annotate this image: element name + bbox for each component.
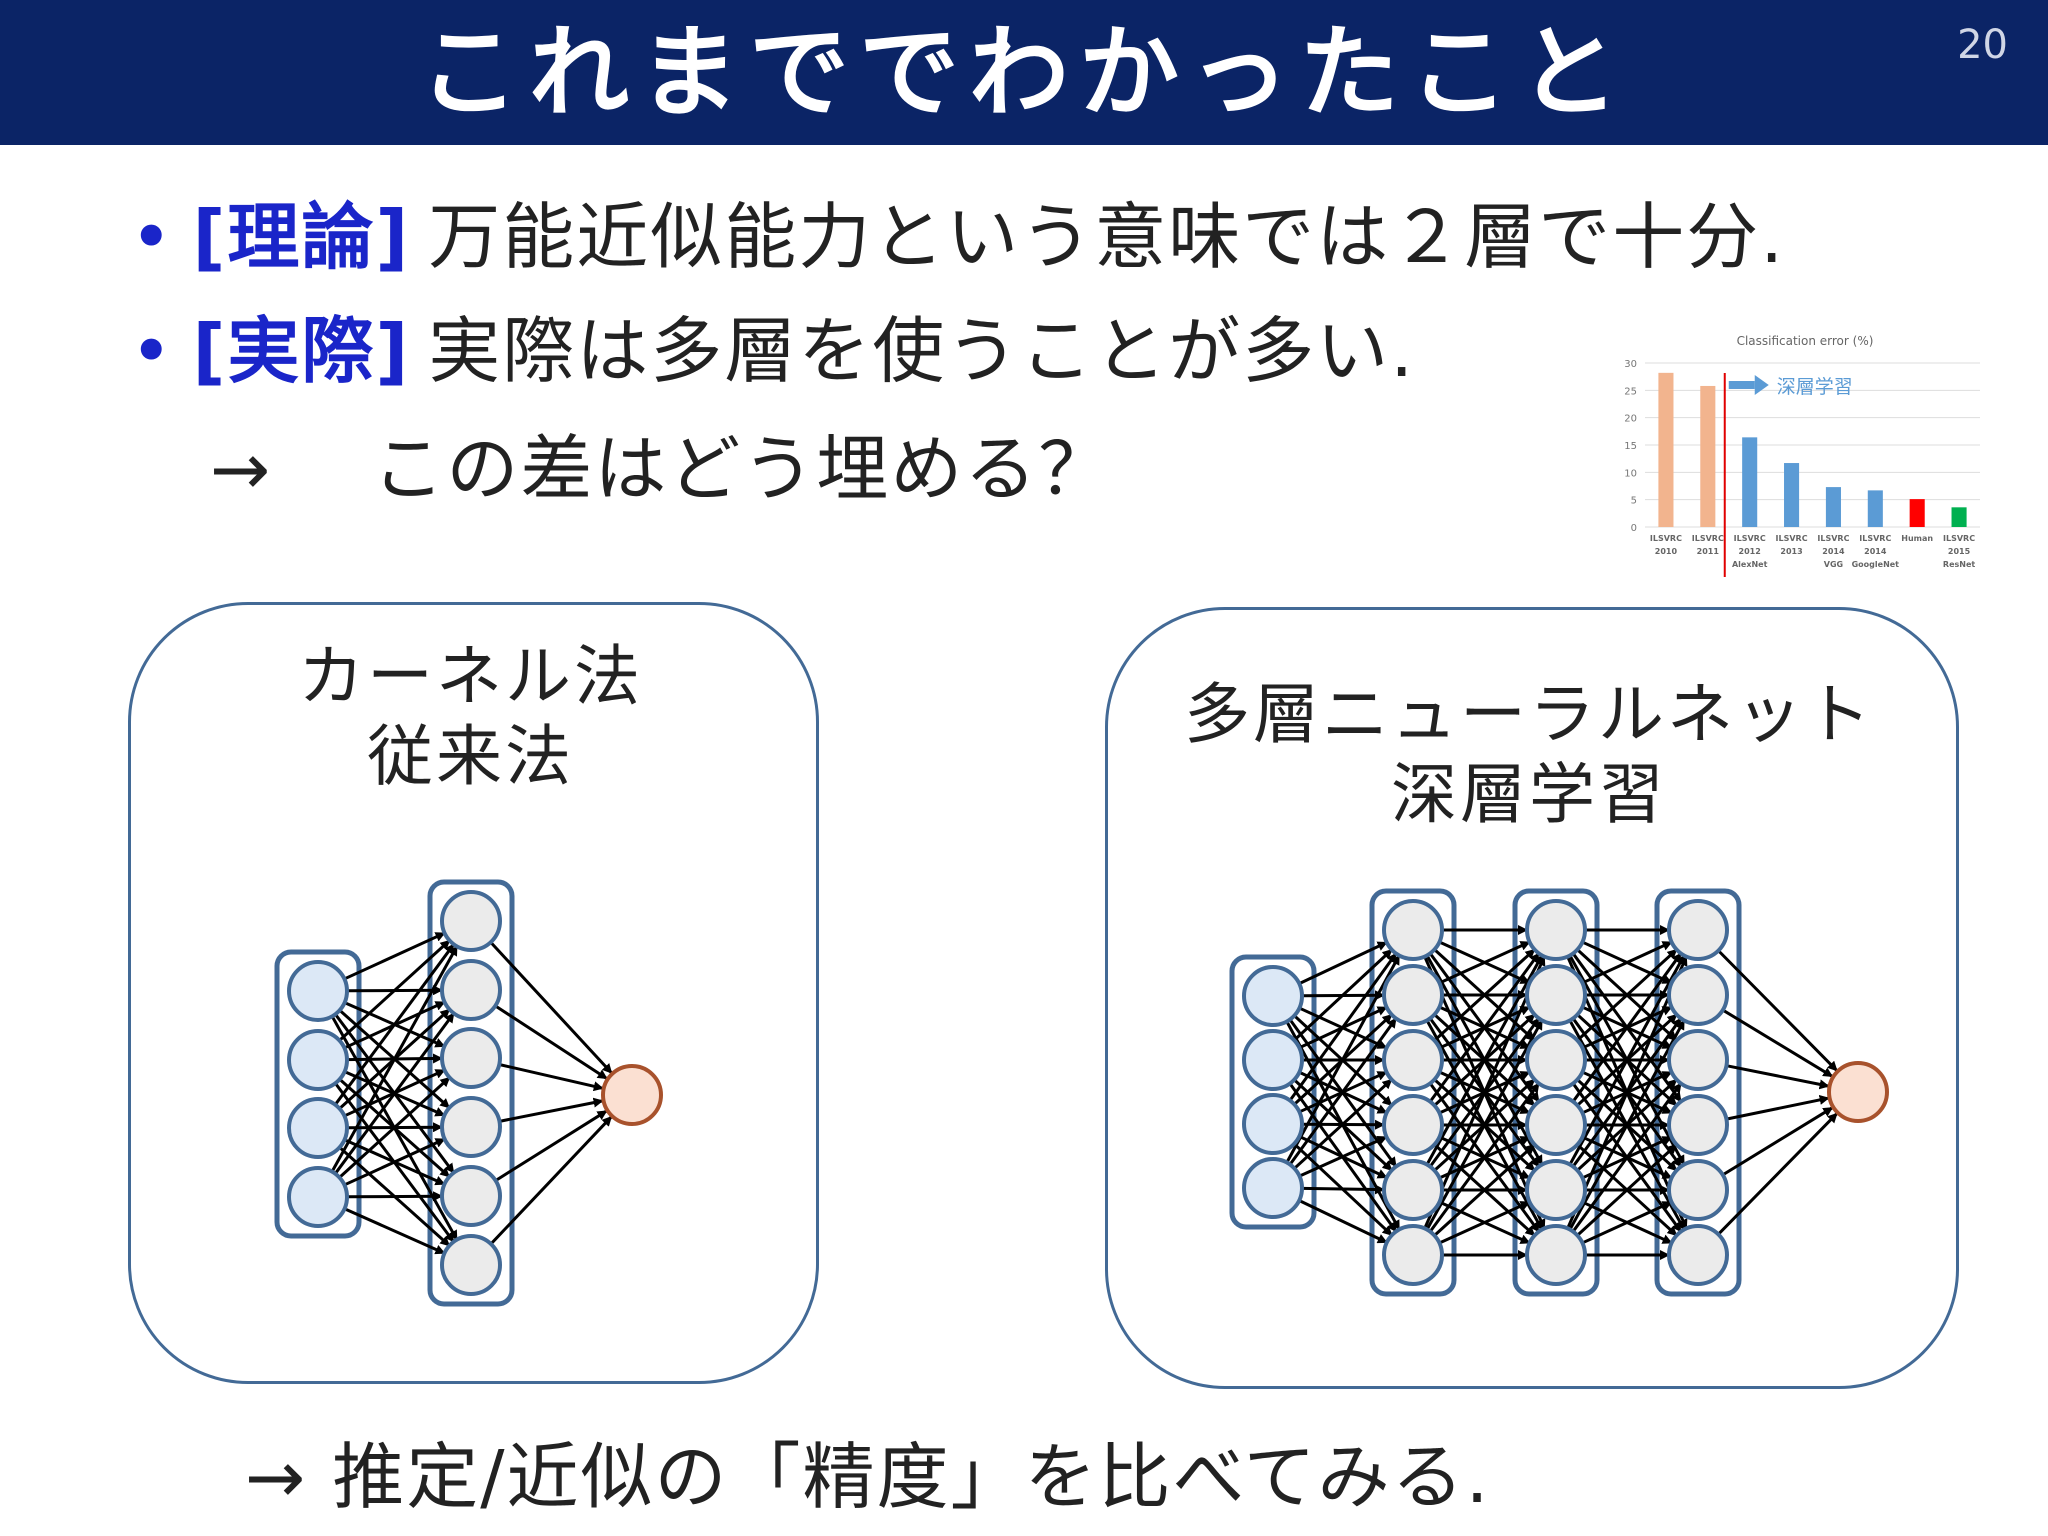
error-chart: Classification error (%) 0 5 10 15 20 25 30ILSV…: [1624, 334, 1980, 577]
chart-bar: [1700, 385, 1716, 527]
chart-bar: [1658, 372, 1674, 527]
chart-bar: [1742, 437, 1758, 527]
bullet-practice: •[実際]実際は多層を使うことが多い.: [130, 292, 1415, 397]
deep-label-line1: 多層ニューラルネット: [1184, 676, 1874, 753]
kernel-box-label: カーネル法 従来法: [128, 637, 813, 797]
chart-x-tick-label: 2011: [1697, 547, 1720, 556]
deep-label-line2: 深層学習: [1391, 756, 1667, 833]
chart-x-tick-label: ILSVRC: [1650, 534, 1682, 543]
chart-y-tick-label: 10: [1624, 468, 1637, 479]
chart-bar: [1867, 490, 1883, 527]
chart-arrow-head-icon: [1754, 375, 1769, 395]
bullet-text: 万能近似能力という意味では２層で十分.: [428, 195, 1786, 279]
chart-y-tick-label: 20: [1624, 414, 1637, 425]
bullet-dot: •: [130, 195, 175, 279]
chart-y-tick-label: 15: [1624, 441, 1637, 452]
chart-x-tick-label: 2015: [1948, 547, 1971, 556]
arrow-icon: →: [210, 427, 273, 511]
bullet-text: 実際は多層を使うことが多い.: [428, 309, 1416, 393]
page-number: 20: [1957, 22, 2008, 68]
chart-x-tick-label: ILSVRC: [1734, 534, 1766, 543]
bullet-theory: •[理論]万能近似能力という意味では２層で十分.: [130, 178, 1785, 283]
chart-bar: [1825, 487, 1841, 527]
kernel-label-line1: カーネル法: [298, 638, 643, 715]
chart-x-tick-label: ILSVRC: [1692, 534, 1724, 543]
question-text: この差はどう埋める？: [372, 427, 1113, 511]
chart-x-tick-label: 2012: [1739, 547, 1761, 556]
chart-x-tick-label: Human: [1901, 534, 1933, 543]
chart-x-tick-label: AlexNet: [1732, 560, 1768, 569]
kernel-label-line2: 従来法: [367, 718, 574, 795]
bullet-tag: [理論]: [192, 195, 411, 279]
chart-annotation: 深層学習: [1777, 376, 1853, 398]
chart-y-tick-label: 25: [1624, 386, 1637, 397]
chart-bar: [1784, 463, 1800, 527]
chart-x-tick-label: GoogleNet: [1852, 560, 1900, 569]
chart-x-tick-label: 2013: [1780, 547, 1802, 556]
chart-x-tick-label: 2010: [1655, 547, 1678, 556]
question-line: → この差はどう埋める？: [210, 410, 1112, 515]
chart-x-tick-label: ResNet: [1943, 560, 1975, 569]
chart-arrow-icon: [1728, 381, 1755, 389]
chart-y-tick-label: 30: [1624, 359, 1637, 370]
chart-y-tick-label: 5: [1631, 496, 1637, 507]
chart-bar: [1951, 507, 1967, 527]
chart-x-tick-label: 2014: [1822, 547, 1845, 556]
chart-x-tick-label: ILSVRC: [1859, 534, 1891, 543]
bullet-dot: •: [130, 309, 175, 393]
chart-x-tick-label: ILSVRC: [1776, 534, 1808, 543]
chart-y-tick-label: 0: [1631, 523, 1637, 534]
bullet-tag: [実際]: [192, 309, 411, 393]
conclusion-line: → 推定/近似の「精度」を比べてみる.: [245, 1435, 1491, 1519]
slide-title: これまででわかったこと: [419, 14, 1629, 131]
deep-box-label: 多層ニューラルネット 深層学習: [1105, 675, 1953, 835]
chart-x-tick-label: ILSVRC: [1943, 534, 1975, 543]
chart-x-tick-label: 2014: [1864, 547, 1887, 556]
chart-x-tick-label: VGG: [1824, 560, 1843, 569]
chart-x-tick-label: ILSVRC: [1817, 534, 1849, 543]
title-bar: [0, 0, 2048, 145]
chart-bar: [1909, 499, 1925, 527]
chart-title: Classification error (%): [1737, 334, 1874, 348]
